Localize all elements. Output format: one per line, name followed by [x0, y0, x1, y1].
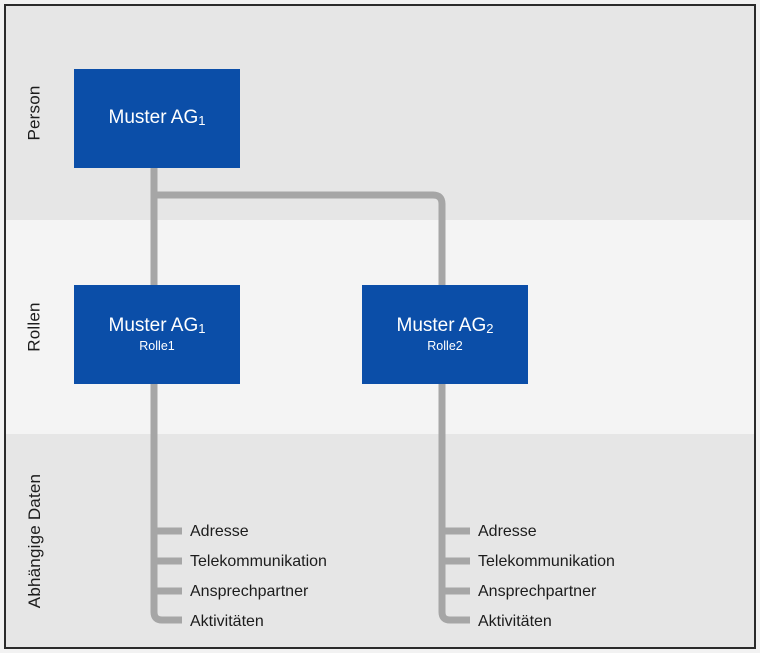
leaf-right-2[interactable]: Telekommunikation	[478, 553, 615, 570]
node-person-title-text: Muster AG	[108, 107, 199, 129]
leaf-right-4[interactable]: Aktivitäten	[478, 613, 552, 630]
diagram-frame: Person Rollen Abhängige Daten	[4, 4, 756, 649]
node-role2-index: 2	[486, 320, 494, 336]
node-role1[interactable]: Muster AG1 Rolle1	[74, 285, 240, 384]
band-label-rollen-text: Rollen	[25, 302, 44, 352]
leaf-left-3[interactable]: Ansprechpartner	[190, 583, 309, 600]
band-label-abhaengige-daten-text: Abhängige Daten	[25, 473, 45, 608]
leaf-right-1[interactable]: Adresse	[478, 523, 537, 540]
node-role1-subtitle: Rolle1	[139, 338, 175, 353]
node-role1-title: Muster AG1	[108, 314, 206, 337]
band-label-person: Person	[6, 6, 64, 220]
node-role2-title-text: Muster AG	[396, 314, 487, 336]
node-person[interactable]: Muster AG1	[74, 69, 240, 168]
node-role1-index: 1	[198, 320, 206, 336]
band-label-rollen: Rollen	[6, 220, 64, 434]
leaf-left-4[interactable]: Aktivitäten	[190, 613, 264, 630]
node-role2-title: Muster AG2	[396, 314, 494, 337]
band-label-person-text: Person	[24, 85, 44, 141]
leaf-left-2[interactable]: Telekommunikation	[190, 553, 327, 570]
leaf-left-1[interactable]: Adresse	[190, 523, 249, 540]
node-person-index: 1	[198, 113, 206, 129]
band-daten: Abhängige Daten	[6, 434, 754, 647]
node-role2[interactable]: Muster AG2 Rolle2	[362, 285, 528, 384]
node-role2-subtitle: Rolle2	[427, 338, 463, 353]
leaf-right-3[interactable]: Ansprechpartner	[478, 583, 597, 600]
band-label-abhaengige-daten: Abhängige Daten	[6, 434, 64, 647]
node-person-title: Muster AG1	[108, 107, 206, 129]
node-role1-title-text: Muster AG	[108, 314, 199, 336]
